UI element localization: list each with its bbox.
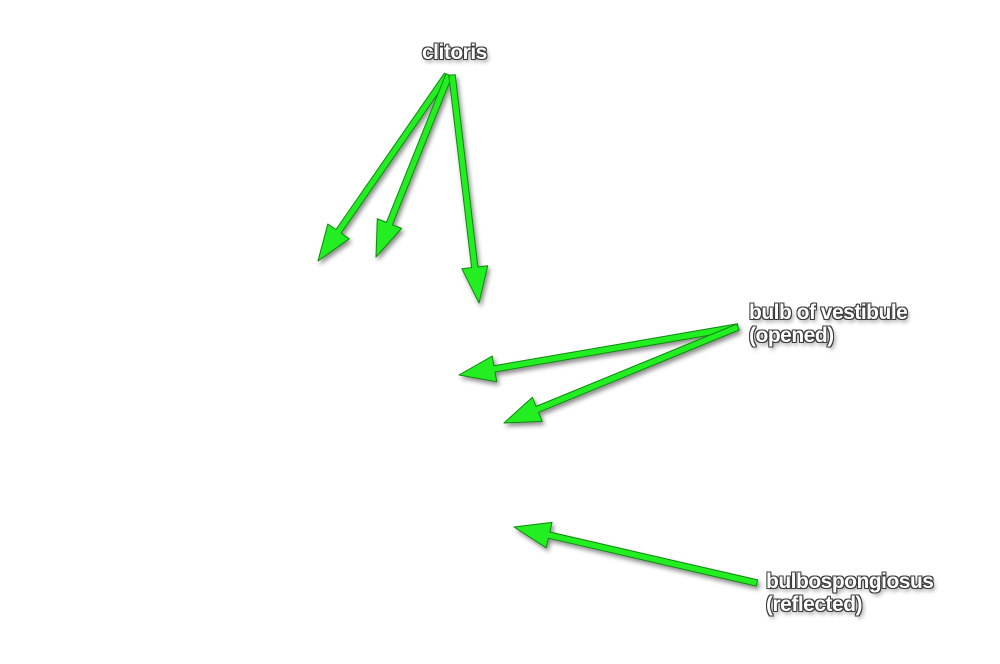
label-bulb-of-vestibule-line1: bulb of vestibule: [749, 301, 908, 324]
label-bulbospongiosus-line2: (reflected): [766, 593, 863, 616]
label-bulbospongiosus-line1: bulbospongiosus: [766, 570, 934, 593]
label-bulb-of-vestibule-line2: (opened): [749, 324, 834, 347]
label-clitoris: clitoris: [422, 41, 487, 64]
arrow-bulb-1: [458, 323, 739, 383]
label-bulbospongiosus: bulbospongiosus (reflected): [766, 570, 934, 616]
label-bulb-of-vestibule: bulb of vestibule (opened): [749, 301, 908, 347]
arrow-clitoris-1: [317, 72, 451, 262]
label-clitoris-line1: clitoris: [422, 41, 487, 64]
arrow-bulbospongiosus-1: [513, 521, 759, 587]
arrow-clitoris-2: [375, 73, 453, 258]
arrow-bulb-2: [503, 323, 740, 424]
arrow-clitoris-3: [448, 74, 489, 304]
